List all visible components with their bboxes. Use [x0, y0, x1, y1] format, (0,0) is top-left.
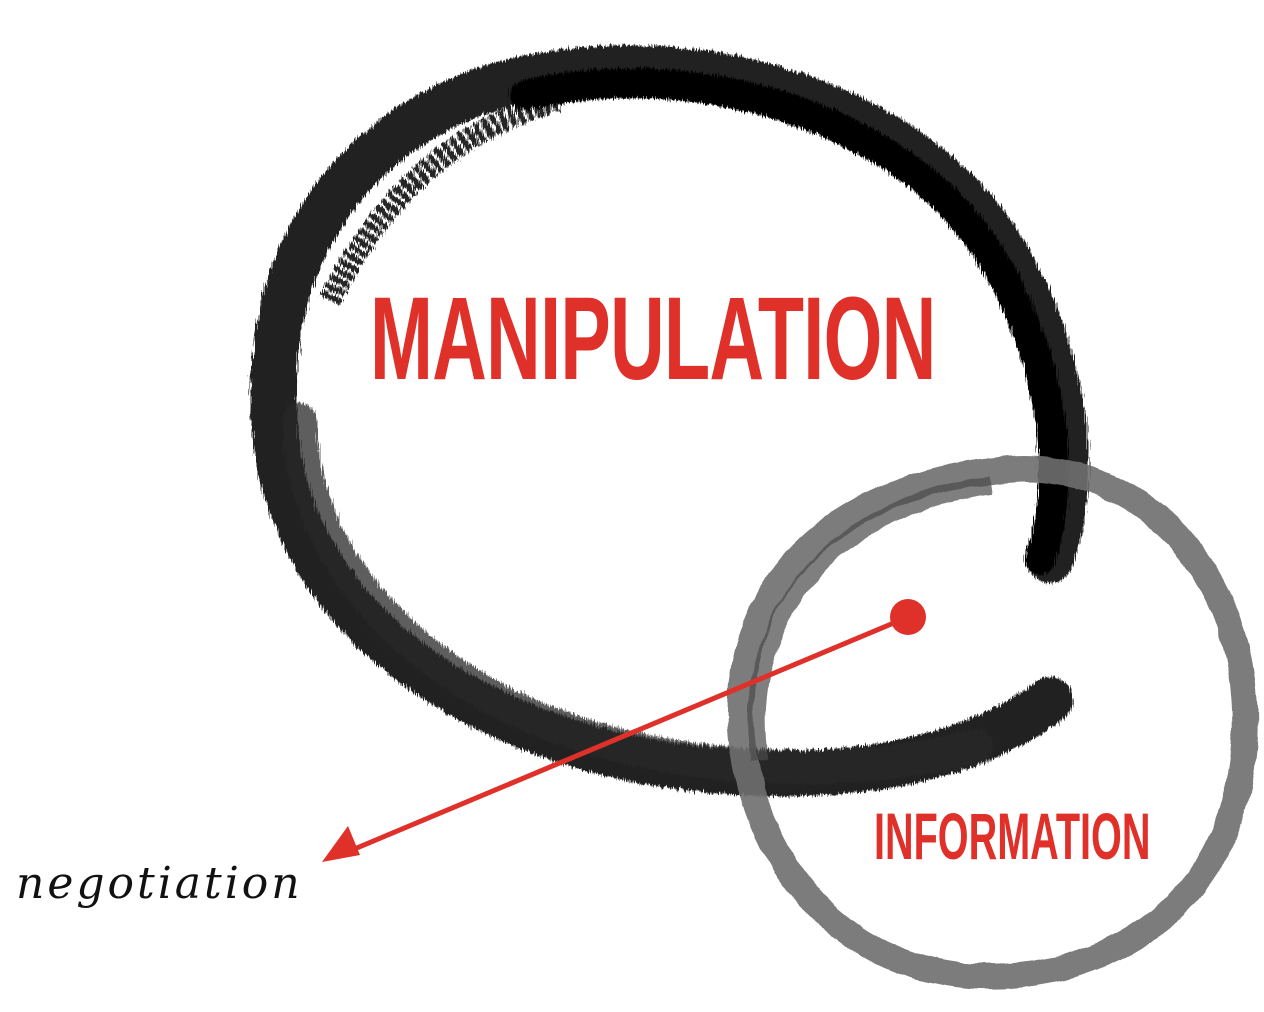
pointer-line: [349, 614, 911, 853]
large-brush-circle: [250, 45, 1089, 797]
information-label: INFORMATION: [874, 799, 1151, 873]
pointer-arrowhead: [322, 826, 360, 862]
negotiation-label: negotiation: [16, 858, 303, 909]
manipulation-label: MANIPULATION: [370, 273, 936, 405]
small-brush-circle: [727, 455, 1259, 990]
pointer-origin-dot: [890, 599, 926, 635]
negotiation-pointer: [322, 599, 926, 862]
